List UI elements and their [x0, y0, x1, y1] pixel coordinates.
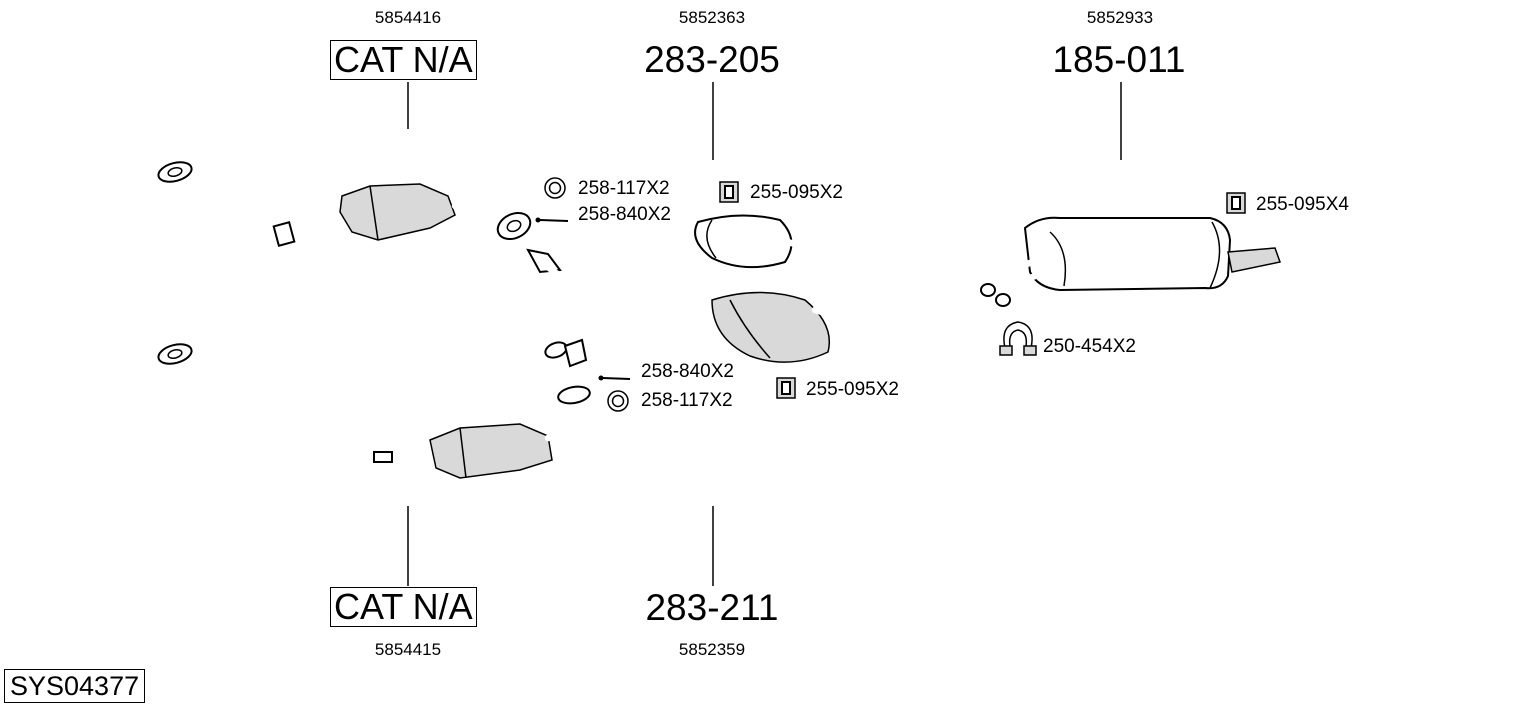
front-pipe-top [157, 161, 532, 248]
part-number-bolt-bottom: 258-840X2 [641, 361, 734, 382]
gasket-icon-top [544, 177, 566, 199]
clamp-icon [999, 321, 1037, 356]
mount-icon-bottom [776, 377, 796, 399]
part-label-front-cat-top: CAT N/A [330, 40, 477, 80]
mount-icon-rear [1226, 192, 1246, 214]
part-number-bolt-top: 258-840X2 [578, 204, 671, 225]
bolt-icon-bottom [598, 375, 631, 381]
front-pipe-bottom [157, 343, 595, 479]
part-label-middle-top: 283-205 [644, 39, 780, 80]
oem-number-middle-bottom: 5852359 [678, 640, 746, 659]
gasket-icon-bottom [607, 390, 629, 412]
middle-pipe-top [526, 214, 954, 302]
part-label-front-cat-bottom: CAT N/A [330, 587, 477, 627]
part-number-mount-bottom: 255-095X2 [806, 379, 899, 400]
part-label-middle-bottom: 283-211 [645, 587, 779, 628]
part-number-gasket-top: 258-117X2 [578, 178, 670, 199]
oem-number-front-cat-top: 5854416 [374, 8, 442, 27]
oem-number-front-cat-bottom: 5854415 [374, 640, 442, 659]
part-label-rear-muffler: 185-011 [1052, 39, 1186, 80]
system-id: SYS04377 [4, 669, 146, 703]
leader-lines [407, 82, 1122, 586]
part-number-mount-rear: 255-095X4 [1256, 194, 1349, 215]
oem-number-middle-top: 5852363 [678, 8, 746, 27]
middle-pipe-bottom [544, 291, 969, 368]
oem-number-rear-muffler: 5852933 [1086, 8, 1154, 27]
part-number-clamp: 250-454X2 [1043, 336, 1136, 357]
part-number-mount-top: 255-095X2 [750, 182, 843, 203]
rear-muffler [980, 216, 1281, 307]
mount-icon-top [719, 181, 739, 203]
part-number-gasket-bottom: 258-117X2 [641, 390, 733, 411]
bolt-icon-top [535, 217, 569, 223]
